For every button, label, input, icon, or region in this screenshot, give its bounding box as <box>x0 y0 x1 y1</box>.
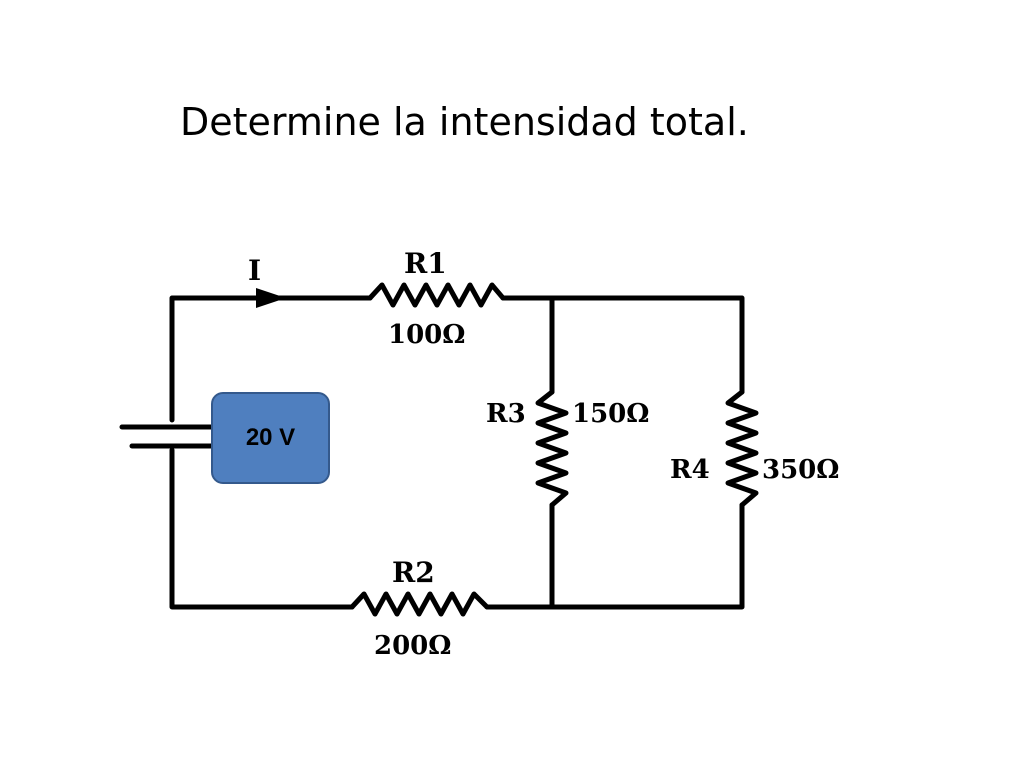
title-text: Determine la intensidad total. <box>180 100 749 144</box>
current-label: I <box>248 254 261 287</box>
resistor-r1-name: R1 <box>404 247 447 280</box>
resistor-r4-name: R4 <box>670 455 710 485</box>
wire-top <box>500 295 745 395</box>
resistor-r3-value: 150Ω <box>572 399 649 429</box>
resistor-r3-name: R3 <box>486 399 526 429</box>
resistor-r1-value: 100Ω <box>388 320 465 350</box>
resistor-r4-value: 350Ω <box>762 455 839 485</box>
resistor-r2-symbol <box>349 591 490 617</box>
voltage-value: 20 V <box>245 424 296 451</box>
wire-left-bottom <box>169 447 355 610</box>
resistor-r2-value: 200Ω <box>374 631 451 661</box>
resistor-r2-name: R2 <box>392 556 435 589</box>
resistor-r4-symbol <box>725 389 759 508</box>
wire-left-top <box>169 295 373 423</box>
current-arrow-icon <box>256 288 286 308</box>
resistor-r3-symbol <box>535 389 569 508</box>
wire-r4-bottom <box>484 502 745 610</box>
voltage-source-label: 20 V <box>211 392 330 484</box>
resistor-r1-symbol <box>367 282 506 308</box>
